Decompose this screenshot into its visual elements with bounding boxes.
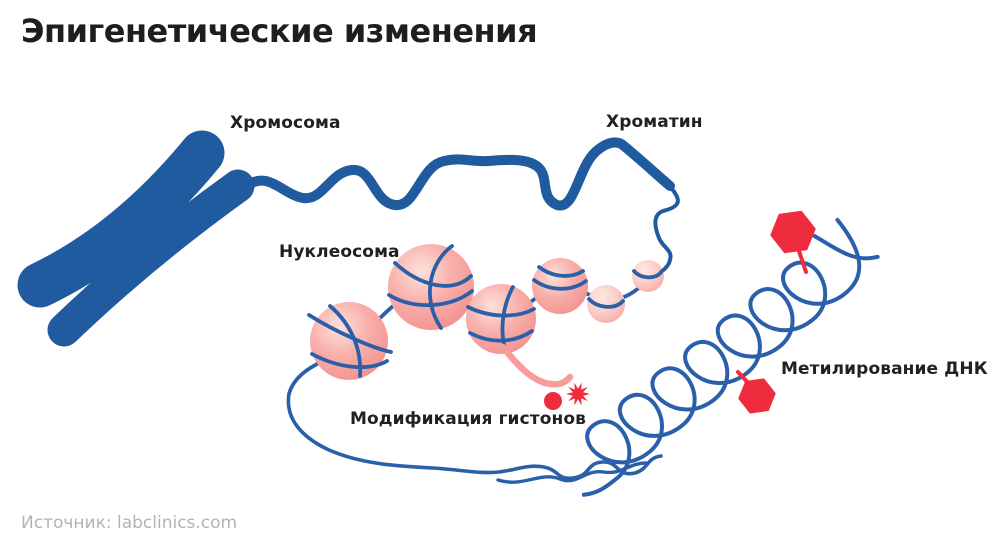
label-histone-modification: Модификация гистонов [350,409,586,429]
wrap-sphere-1c [328,304,363,378]
chromosome-chromatid-b [47,169,255,347]
nucleosome-sphere-5 [587,285,625,323]
methyl-stem-1 [797,249,808,274]
page-title: Эпигенетические изменения [21,12,538,50]
nucleosome-wraps [307,244,664,378]
dna-helix-coil [581,217,862,497]
histone-tail [499,343,574,388]
chromatin-fiber-thin [650,182,680,279]
dna-helix [581,217,880,497]
dna-helix-end-strand [812,234,880,261]
wrap-sphere-4b [537,265,585,278]
chromosome-chromatid-a [17,130,225,308]
methyl-group-2 [738,378,776,414]
wrap-sphere-1b [310,352,389,370]
wrap-sphere-2b [387,289,474,307]
histone-mod-dot [544,392,562,410]
chromatin-fiber [242,137,675,211]
label-chromosome: Хромосома [230,113,341,133]
nucleosome-sphere-1 [310,302,388,380]
nucleosome-sphere-3 [466,284,536,354]
histone-mod-burst-icon [566,382,590,406]
wrap-sphere-4a [532,278,588,291]
wrap-sphere-6a [632,269,664,280]
source-credit: Источник: labclinics.com [21,513,238,533]
wrap-sphere-5a [587,297,625,309]
wrap-sphere-2c [393,261,473,288]
wrap-sphere-2a [428,244,454,330]
label-chromatin: Хроматин [606,112,703,132]
chromosome-shape [17,130,255,347]
label-dna-methylation: Метилирование ДНК [781,359,988,379]
linker-dna-loop [286,392,663,481]
methyl-group-1 [770,210,816,254]
label-nucleosome: Нуклеосома [279,242,400,262]
wrap-sphere-3a [466,305,536,318]
